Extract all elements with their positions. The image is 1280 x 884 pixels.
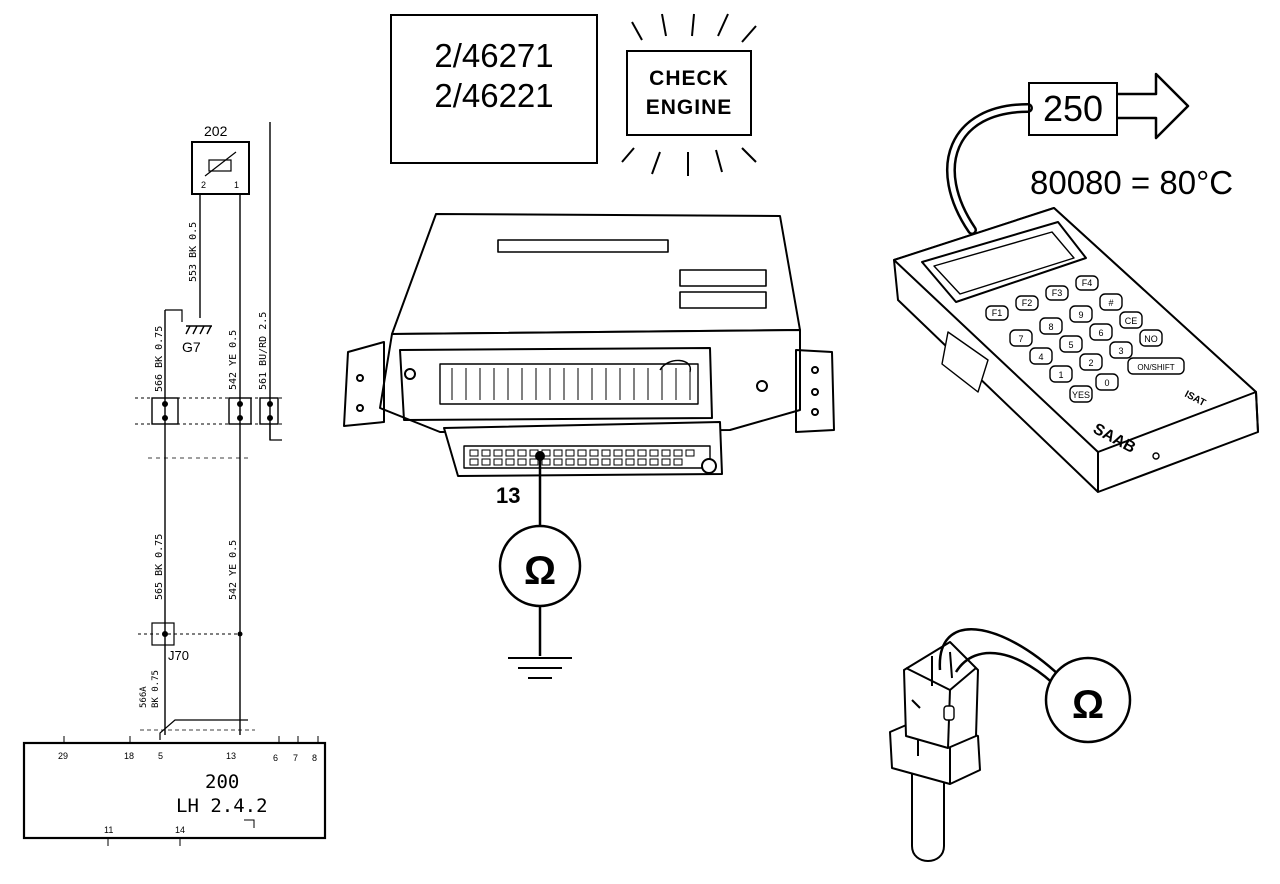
pin-2-label: 2	[201, 180, 206, 190]
ecu-number: 200	[205, 771, 239, 793]
component-202-box	[191, 141, 250, 195]
ground-g7-symbol	[185, 325, 212, 335]
wire-565-label: 565 BK 0.75	[154, 534, 165, 600]
pin-13-label: 13	[496, 483, 520, 508]
svg-text:F3: F3	[1052, 288, 1063, 298]
svg-text:4: 4	[1038, 352, 1043, 362]
ground-g7-label: G7	[182, 339, 201, 355]
wire-561-label: 561 BU/RD 2.5	[258, 312, 269, 390]
svg-text:CE: CE	[1125, 316, 1138, 326]
svg-text:YES: YES	[1072, 390, 1090, 400]
sensor-ohmmeter-symbol: Ω	[1072, 683, 1104, 727]
ecu-pin-7: 7	[293, 753, 298, 763]
ecu-control-unit-illustration	[343, 213, 835, 477]
svg-text:3: 3	[1118, 346, 1123, 356]
svg-text:6: 6	[1098, 328, 1103, 338]
fault-code-2: 2/46221	[434, 77, 554, 114]
tester-keypad: F1 F2 F3 F4 7 8 9 # 4 5 6 CE 1 2 3 NO 0 …	[985, 275, 1185, 403]
svg-text:2: 2	[1088, 358, 1093, 368]
check-engine-line-1: CHECK	[649, 67, 729, 90]
ecu-pin-13: 13	[226, 751, 236, 761]
ecu-pin-11: 11	[104, 825, 113, 835]
svg-text:5: 5	[1068, 340, 1073, 350]
check-engine-line-2: ENGINE	[645, 96, 733, 119]
check-engine-lamp: CHECK ENGINE	[626, 50, 752, 136]
ground-symbol	[508, 657, 572, 679]
sensor-ohmmeter-circle	[1044, 656, 1132, 744]
ohmmeter-symbol: Ω	[524, 549, 556, 593]
wire-542-upper-label: 542 YE 0.5	[228, 330, 239, 390]
svg-text:F4: F4	[1082, 278, 1093, 288]
arrow-icon	[1118, 72, 1190, 140]
svg-text:9: 9	[1078, 310, 1083, 320]
ecu-pin-6: 6	[273, 753, 278, 763]
ecu-pin-18: 18	[124, 751, 134, 761]
svg-text:1: 1	[1058, 370, 1063, 380]
svg-text:7: 7	[1018, 334, 1023, 344]
junction-j70-label: J70	[168, 648, 189, 663]
ecu-name: LH 2.4.2	[176, 795, 268, 817]
ecu-200-box	[22, 741, 327, 840]
ecu-pin-29: 29	[58, 751, 68, 761]
svg-text:F2: F2	[1022, 298, 1033, 308]
ecu-pin-8: 8	[312, 753, 317, 763]
temperature-conversion: 80080 = 80°C	[1030, 164, 1234, 201]
svg-text:NO: NO	[1144, 334, 1158, 344]
svg-text:ON/SHIFT: ON/SHIFT	[1137, 363, 1174, 372]
svg-text:#: #	[1108, 298, 1113, 308]
ecu-connector-ribs	[451, 368, 691, 400]
coolant-temperature-sensor-illustration	[889, 641, 981, 862]
ecu-pin-14: 14	[175, 825, 185, 835]
wire-566-label: 566 BK 0.75	[154, 326, 165, 392]
fault-code-1: 2/46271	[434, 37, 554, 74]
wire-553-label: 553 BK 0.5	[188, 222, 199, 282]
svg-text:F1: F1	[992, 308, 1003, 318]
sensor-test-leads	[938, 628, 1061, 691]
tester-reading-box: 250	[1028, 82, 1118, 136]
connector-block	[135, 397, 285, 441]
wire-542-lower-label: 542 YE 0.5	[228, 540, 239, 600]
fault-code-box: 2/46271 2/46221	[390, 14, 598, 164]
wire-566a-spec: BK 0.75	[151, 670, 161, 708]
ecu-pin-5: 5	[158, 751, 163, 761]
component-202-label: 202	[204, 123, 228, 139]
wire-566a-id: 566A	[139, 686, 149, 708]
check-engine-rays	[621, 13, 757, 176]
svg-text:8: 8	[1048, 322, 1053, 332]
pin-1-label: 1	[234, 180, 239, 190]
svg-text:0: 0	[1104, 378, 1109, 388]
thermistor-symbol	[208, 159, 232, 172]
ecu-plug-pins	[469, 449, 695, 466]
